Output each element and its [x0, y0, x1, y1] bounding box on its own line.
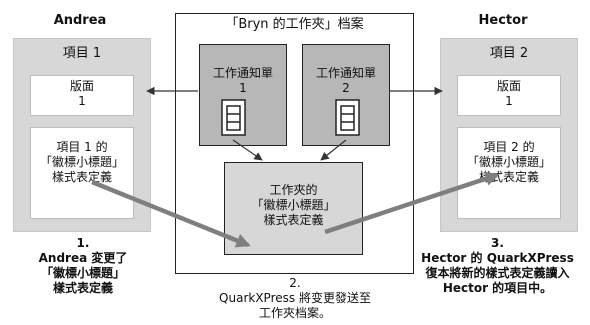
- arrow-ticket2-to-folder: [320, 139, 347, 161]
- bryn-file-title: 「Bryn 的工作夾」档案: [225, 17, 364, 32]
- job-ticket-1-label: 工作通知單 1: [212, 66, 273, 95]
- arrow-ticket1-to-folder: [232, 139, 263, 161]
- andrea-project-title: 項目 1: [62, 46, 102, 61]
- job-ticket-2-icon: [335, 99, 360, 136]
- hector-layout-box: 版面 1: [457, 75, 561, 116]
- step-2-caption: 2. QuarkXPress 將变更發送至 工作夾档案。: [219, 276, 371, 320]
- hector-project-panel: 項目 2 版面 1 項目 2 的 「徽標小標題」 樣式表定義: [440, 38, 578, 232]
- hector-style-definition-box: 項目 2 的 「徽標小標題」 樣式表定義: [457, 127, 561, 219]
- step-1-caption: 1. Andrea 変更了 「徽標小標題」 樣式表定義: [38, 236, 128, 295]
- arrow-folder-to-hector-style: [324, 171, 500, 235]
- andrea-style-definition-box: 項目 1 的 「徽標小標題」 樣式表定義: [30, 127, 134, 219]
- bryn-job-jacket-panel: 「Bryn 的工作夾」档案 工作通知單 1 工作通知單 2 工作夾的 「徽標小標…: [175, 13, 414, 274]
- hector-label: Hector: [478, 13, 528, 28]
- hector-project-title: 項目 2: [489, 46, 529, 61]
- arrow-andrea-style-to-folder: [91, 179, 251, 248]
- andrea-layout-box: 版面 1: [30, 75, 134, 116]
- step-3-caption: 3. Hector 的 QuarkXPress 復本將新的樣式表定義讀入 Hec…: [421, 236, 574, 295]
- andrea-project-panel: 項目 1 版面 1 項目 1 的 「徽標小標題」 樣式表定義: [13, 38, 151, 232]
- job-ticket-1-icon: [221, 99, 246, 136]
- andrea-label: Andrea: [53, 13, 107, 28]
- job-ticket-2-label: 工作通知單 2: [315, 66, 376, 95]
